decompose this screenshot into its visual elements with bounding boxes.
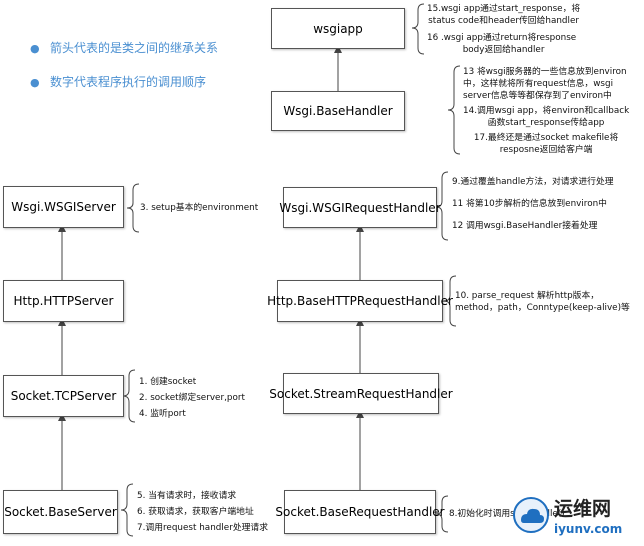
note-line: method，path，Conntype(keep-alive)等 xyxy=(455,303,630,313)
class-box-tcp-server: Socket.TCPServer xyxy=(3,375,124,417)
brace-base-http-request-handler xyxy=(443,275,457,327)
legend-text: 箭头代表的是类之间的继承关系 xyxy=(50,41,219,55)
note-line: 9.通过覆盖handle方法，对请求进行处理 xyxy=(452,177,614,187)
legend-text: 数字代表程序执行的调用顺序 xyxy=(50,75,207,89)
class-label: Socket.TCPServer xyxy=(10,389,117,403)
class-box-http-server: Http.HTTPServer xyxy=(3,280,124,322)
note-line: 8.初始化时调用self.handle() xyxy=(449,509,565,519)
note-line: 中，这样就将所有request信息，wsgi xyxy=(463,79,614,89)
note-line: server信息等等都保存到了environ中 xyxy=(463,91,612,101)
brace-wsgi-server xyxy=(126,183,140,233)
note-wsgiapp: 15.wsgi app通过start_response，将 status cod… xyxy=(427,3,580,56)
class-label: wsgiapp xyxy=(313,21,363,36)
note-line: body返回给handler xyxy=(462,45,545,55)
note-line: 12 调用wsgi.BaseHandler接着处理 xyxy=(452,221,598,231)
class-label: Wsgi.BaseHandler xyxy=(283,104,393,118)
legend-item: ● 箭头代表的是类之间的继承关系 xyxy=(30,40,218,57)
class-box-stream-request-handler: Socket.StreamRequestHandler xyxy=(269,373,453,414)
class-box-wsgi-server: Wsgi.WSGIServer xyxy=(3,186,124,228)
note-line: 15.wsgi app通过start_response，将 xyxy=(427,4,581,14)
class-box-base-request-handler: Socket.BaseRequestHandler xyxy=(275,490,445,534)
legend: ● 箭头代表的是类之间的继承关系 ● 数字代表程序执行的调用顺序 xyxy=(30,40,218,108)
class-box-wsgiapp: wsgiapp xyxy=(271,8,405,49)
note-wsgi-request-handler: 9.通过覆盖handle方法，对请求进行处理 11 将第10步解析的信息放到en… xyxy=(452,176,614,232)
class-box-wsgi-request-handler: Wsgi.WSGIRequestHandler xyxy=(279,187,441,228)
brace-wsgiapp xyxy=(411,3,425,55)
note-line: 函数start_response传给app xyxy=(487,118,605,128)
brace-base-server xyxy=(120,483,134,537)
note-line: status code和header传回给handler xyxy=(428,16,579,26)
class-label: Socket.BaseServer xyxy=(4,505,117,519)
note-line: 14.调用wsgi app，将environ和callback xyxy=(463,106,630,116)
note-line: 7.调用request handler处理请求 xyxy=(137,523,269,533)
note-line: 4. 监听port xyxy=(139,409,186,419)
brace-tcp-server xyxy=(122,369,136,423)
bullet-dot-icon: ● xyxy=(30,42,40,55)
class-label: Socket.BaseRequestHandler xyxy=(275,505,445,519)
note-wsgi-server: 3. setup基本的environment xyxy=(140,202,258,214)
note-base-server: 5. 当有请求时，接收请求 6. 获取请求，获取客户端地址 7.调用reques… xyxy=(137,488,268,536)
cloud-logo-icon xyxy=(513,497,549,533)
class-label: Http.BaseHTTPRequestHandler xyxy=(267,294,453,308)
watermark-url: iyunv.com xyxy=(554,522,623,536)
watermark-title: 运维网 xyxy=(554,498,612,520)
note-line: 16 .wsgi app通过return将response xyxy=(427,33,577,43)
note-line: 11 将第10步解析的信息放到environ中 xyxy=(452,199,607,209)
class-label: Wsgi.WSGIServer xyxy=(11,200,116,214)
note-line: 17.最终还是通过socket makefile将 xyxy=(473,133,619,143)
class-box-base-handler: Wsgi.BaseHandler xyxy=(271,91,405,131)
brace-base-handler xyxy=(447,65,461,155)
note-line: 3. setup基本的environment xyxy=(140,203,259,213)
note-base-request-handler: 8.初始化时调用self.handle() xyxy=(449,508,565,520)
note-line: 10. parse_request 解析http版本， xyxy=(455,291,600,301)
note-base-http-request-handler: 10. parse_request 解析http版本， method，path，… xyxy=(455,290,630,314)
legend-item: ● 数字代表程序执行的调用顺序 xyxy=(30,74,218,91)
note-line: 5. 当有请求时，接收请求 xyxy=(137,491,237,501)
note-line: 13 将wsgi服务器的一些信息放到environ xyxy=(463,67,627,77)
class-label: Wsgi.WSGIRequestHandler xyxy=(279,200,441,215)
note-tcp-server: 1. 创建socket 2. socket绑定server,port 4. 监听… xyxy=(139,374,245,422)
note-line: 6. 获取请求，获取客户端地址 xyxy=(137,507,254,517)
brace-base-request-handler xyxy=(435,495,449,533)
note-line: 2. socket绑定server,port xyxy=(139,393,245,403)
class-label: Socket.StreamRequestHandler xyxy=(269,386,453,401)
class-box-base-server: Socket.BaseServer xyxy=(3,490,118,534)
note-line: 1. 创建socket xyxy=(139,377,197,387)
class-label: Http.HTTPServer xyxy=(13,294,114,308)
watermark: 运维网 iyunv.com xyxy=(510,492,640,544)
class-box-base-http-request-handler: Http.BaseHTTPRequestHandler xyxy=(267,280,453,322)
note-line: resposne返回给客户端 xyxy=(499,145,593,155)
note-base-handler: 13 将wsgi服务器的一些信息放到environ 中，这样就将所有reques… xyxy=(463,66,629,156)
bullet-dot-icon: ● xyxy=(30,76,40,89)
